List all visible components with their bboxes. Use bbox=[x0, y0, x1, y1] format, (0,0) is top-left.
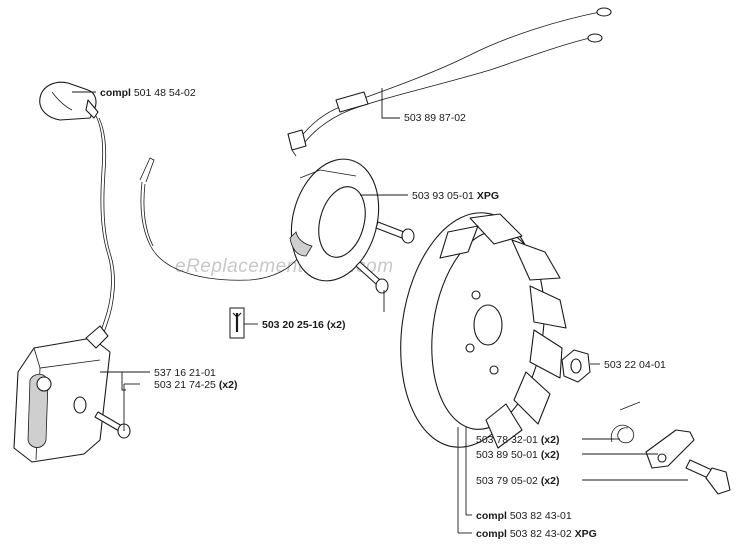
label-stator: 503 93 05-01 XPG bbox=[412, 190, 499, 202]
spark-plug-cap bbox=[39, 81, 99, 121]
label-nut: 503 22 04-01 bbox=[604, 359, 666, 371]
stator bbox=[139, 157, 380, 282]
label-spark-cap: compl 501 48 54-02 bbox=[100, 87, 196, 99]
label-spring: 503 78 32-01 (x2) bbox=[476, 434, 560, 446]
label-pawl: 503 89 50-01 (x2) bbox=[476, 449, 560, 461]
stator-screw bbox=[355, 221, 415, 294]
label-flywheel-a: compl 503 82 43-01 bbox=[476, 510, 572, 522]
label-wire-harness: 503 89 87-02 bbox=[404, 112, 466, 124]
leader-lines bbox=[72, 88, 688, 534]
label-flywheel-b: compl 503 82 43-02 XPG bbox=[476, 528, 597, 540]
label-screw-stator: 503 20 25-16 (x2) bbox=[262, 319, 346, 331]
clutch-spring bbox=[610, 401, 641, 444]
ignition-coil bbox=[13, 325, 111, 463]
label-screw-coil: 503 21 74-25 (x2) bbox=[154, 379, 238, 391]
wrench-icon bbox=[229, 307, 245, 339]
flywheel bbox=[400, 212, 567, 449]
label-pin: 503 79 05-02 (x2) bbox=[476, 475, 560, 487]
pawl-pin bbox=[685, 459, 731, 495]
wire-harness bbox=[287, 7, 612, 157]
flywheel-nut bbox=[561, 349, 591, 383]
starter-pawl bbox=[645, 429, 695, 469]
label-coil: 537 16 21-01 bbox=[154, 367, 216, 379]
ht-lead bbox=[95, 115, 112, 341]
